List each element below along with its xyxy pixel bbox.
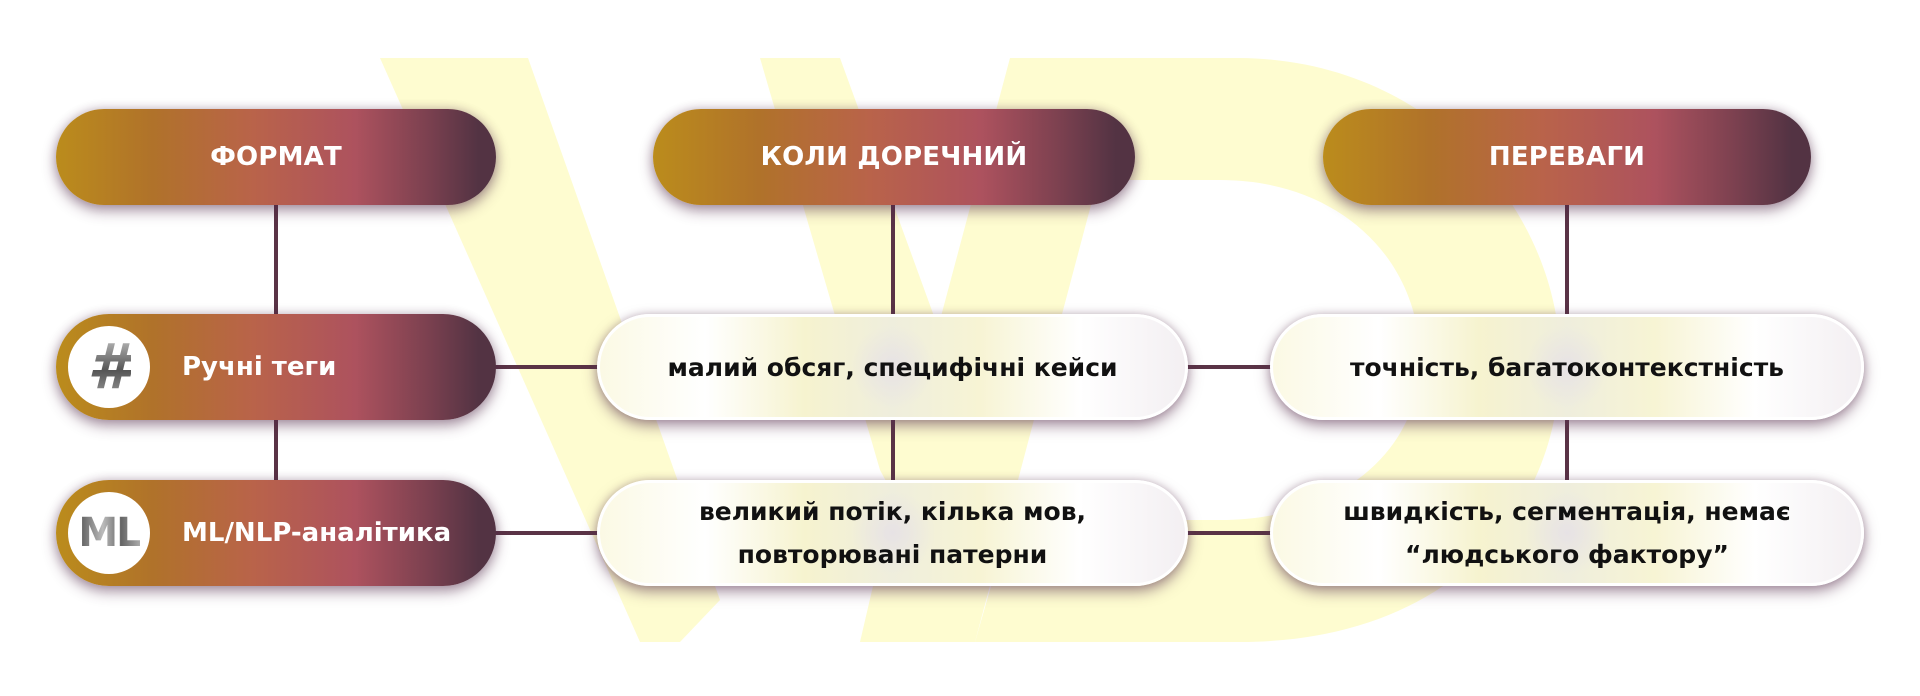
- text-line: повторювані патерни: [737, 540, 1048, 569]
- format-manual-tags: # Ручні теги: [56, 314, 496, 420]
- header-when-appropriate-label: КОЛИ ДОРЕЧНИЙ: [760, 142, 1028, 172]
- format-ml-nlp: ML ML/NLP-аналітика: [56, 480, 496, 586]
- format-manual-tags-label: Ручні теги: [182, 352, 337, 382]
- header-advantages: ПЕРЕВАГИ: [1323, 109, 1811, 205]
- hashtag-icon: #: [87, 330, 131, 403]
- text-line: “людського фактору”: [1405, 540, 1729, 569]
- when-manual-tags: малий обсяг, специфічні кейси: [597, 314, 1188, 420]
- text-line: малий обсяг, специфічні кейси: [667, 352, 1118, 382]
- header-advantages-label: ПЕРЕВАГИ: [1488, 142, 1646, 172]
- advantages-manual-tags: точність, багатоконтекстність: [1270, 314, 1864, 420]
- format-ml-nlp-label: ML/NLP-аналітика: [182, 518, 452, 548]
- advantages-ml-nlp: швидкість, сегментація, немає “людського…: [1270, 480, 1864, 586]
- header-when-appropriate: КОЛИ ДОРЕЧНИЙ: [653, 109, 1135, 205]
- ml-icon: ML: [78, 510, 141, 556]
- hashtag-icon-badge: #: [68, 326, 150, 408]
- advantages-ml-nlp-text: швидкість, сегментація, немає “людського…: [1343, 490, 1791, 576]
- ml-icon-badge: ML: [68, 492, 150, 574]
- when-manual-tags-text: малий обсяг, специфічні кейси: [667, 346, 1117, 389]
- header-format: ФОРМАТ: [56, 109, 496, 205]
- advantages-manual-tags-text: точність, багатоконтекстність: [1350, 346, 1784, 389]
- when-ml-nlp-text: великий потік, кілька мов, повторювані п…: [699, 490, 1086, 576]
- text-line: точність, багатоконтекстність: [1349, 352, 1784, 382]
- text-line: великий потік, кілька мов,: [698, 497, 1087, 526]
- text-line: швидкість, сегментація, немає: [1343, 497, 1791, 526]
- when-ml-nlp: великий потік, кілька мов, повторювані п…: [597, 480, 1188, 586]
- header-format-label: ФОРМАТ: [210, 142, 342, 172]
